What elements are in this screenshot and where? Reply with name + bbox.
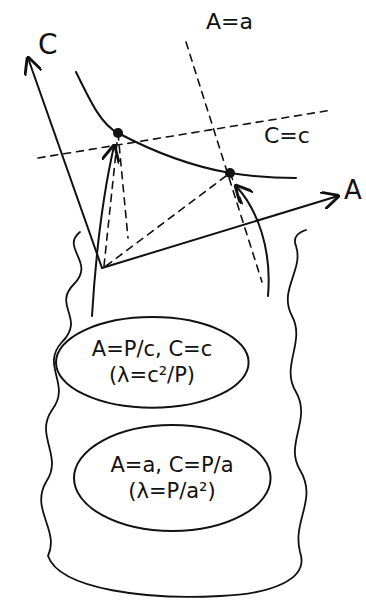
formula-text: (λ=c²/P) — [109, 362, 195, 388]
blob-node: A=a, C=P/a(λ=P/a²) — [72, 423, 273, 533]
formula-text: (λ=P/a²) — [128, 478, 215, 504]
axis-label: C — [36, 30, 60, 61]
guide-line — [230, 173, 244, 208]
a-equals-line — [186, 42, 262, 282]
blob-outline — [54, 315, 251, 410]
blob-ellipse — [74, 425, 271, 531]
point — [225, 168, 235, 178]
guide-line — [118, 133, 128, 238]
blob-node: A=P/c, C=c(λ=c²/P) — [54, 315, 251, 410]
axis-label: A — [342, 176, 364, 205]
guide-line — [104, 133, 118, 266]
pointer-arrow — [92, 146, 114, 316]
region-outline — [41, 230, 306, 597]
line-label: A=a — [204, 10, 255, 34]
formula-text: A=a, C=P/a — [110, 452, 233, 478]
guide-line — [106, 173, 230, 266]
blob-ellipse — [56, 317, 249, 408]
pointer-arrow — [236, 186, 269, 296]
point — [113, 128, 123, 138]
c-equals-line — [38, 110, 332, 158]
blob-outline — [72, 423, 273, 533]
line-label: C=c — [262, 124, 312, 148]
c-axis — [28, 58, 102, 268]
formula-text: A=P/c, C=c — [92, 336, 212, 362]
